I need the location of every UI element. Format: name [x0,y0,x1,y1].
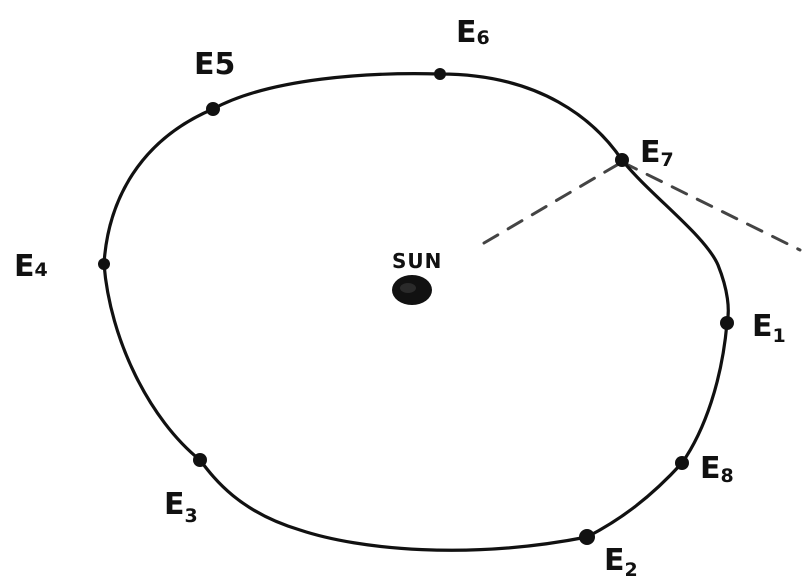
point-e4-dot [98,258,110,270]
point-e4-label: E4 [14,249,48,284]
point-e3-dot [193,453,207,467]
sun-highlight [400,283,416,293]
sun-label: SUN [392,249,442,273]
point-e7-dot [615,153,629,167]
point-e5-dot [206,102,220,116]
point-e8-label: E8 [700,451,734,487]
point-e1-dot [720,316,734,330]
point-e2-label: E2 [604,543,638,581]
point-e6-dot [434,68,446,80]
point-e8-dot [675,456,689,470]
orbit-path [102,72,730,552]
sun-sightline-dashed [482,160,802,252]
point-e3-label: E3 [164,487,198,527]
point-e1-label: E1 [752,309,786,347]
point-e5-label: E5 [194,47,235,82]
point-e7-label: E7 [640,135,674,171]
point-e2-dot [579,529,595,545]
point-e6-label: E6 [456,15,490,50]
